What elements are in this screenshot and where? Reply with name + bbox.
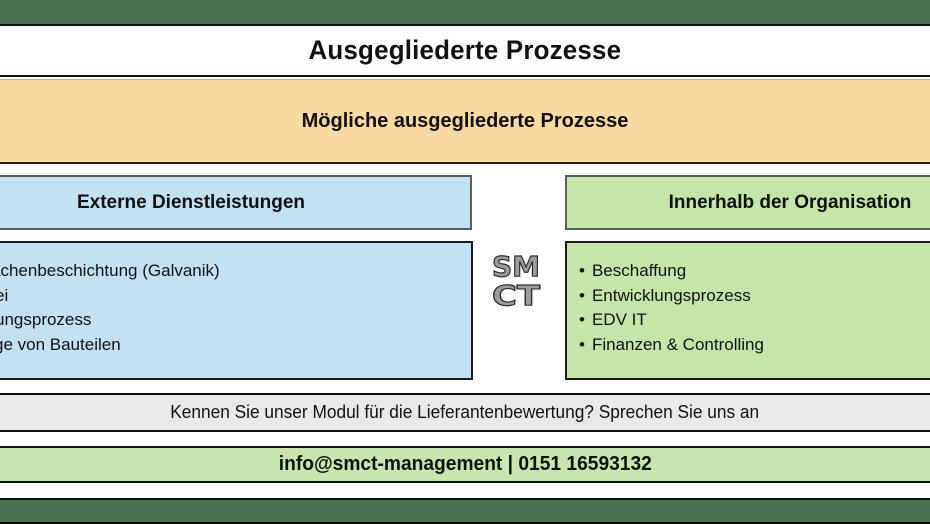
logo-row-2: CT (492, 279, 540, 310)
list-item-label: Beschaffung (591, 261, 687, 280)
external-services-list: ächenbeschichtung (Galvanik) ei ungsproz… (0, 259, 220, 357)
list-item: ei (0, 285, 9, 305)
bullet-icon: • (579, 285, 585, 305)
bottom-green-bar (0, 498, 930, 524)
list-item: ge von Bauteilen (0, 334, 121, 354)
internal-processes-list: • Beschaffung • Entwicklungsprozess • EDV I… (579, 259, 764, 357)
list-item: • EDV IT (579, 308, 764, 333)
right-column-header-label: Innerhalb der Organisation (668, 191, 912, 213)
title-band: Ausgegliederte Prozesse (0, 26, 930, 77)
bullet-icon: • (579, 334, 585, 354)
list-item: • Entwicklungsprozess (579, 284, 764, 309)
internal-processes-box: • Beschaffung • Entwicklungsprozess • EDV I… (565, 241, 930, 380)
top-green-bar (0, 0, 930, 26)
list-item-label: EDV IT (591, 310, 647, 329)
logo-row-1: SM (492, 250, 540, 283)
list-item: • Finanzen & Controlling (579, 333, 764, 358)
list-item: ächenbeschichtung (Galvanik) (0, 261, 220, 280)
note-bar: Kennen Sie unser Modul für die Lieferant… (0, 393, 930, 432)
banner-title: Mögliche ausgegliederte Prozesse (301, 109, 629, 132)
contact-bar: info@smct-management | 0151 16593132 (0, 446, 930, 483)
bullet-icon: • (579, 310, 585, 329)
left-column-header: Externe Dienstleistungen (0, 175, 472, 230)
left-column-header-label: Externe Dienstleistungen (76, 191, 306, 213)
banner-band: Mögliche ausgegliederte Prozesse (0, 79, 930, 164)
page-title: Ausgegliederte Prozesse (308, 35, 622, 65)
smct-logo-icon: SM CT (491, 250, 540, 310)
list-item: • Beschaffung (579, 259, 764, 284)
right-column-header: Innerhalb der Organisation (565, 175, 930, 230)
list-item-label: Entwicklungsprozess (591, 285, 751, 305)
bullet-icon: • (579, 261, 585, 280)
list-item-label: Finanzen & Controlling (591, 334, 764, 354)
contact-text: info@smct-management | 0151 16593132 (278, 453, 652, 475)
list-item: ungsprozess (0, 310, 92, 329)
note-text: Kennen Sie unser Modul für die Lieferant… (170, 402, 760, 422)
external-services-box: ächenbeschichtung (Galvanik) ei ungsproz… (0, 241, 473, 380)
